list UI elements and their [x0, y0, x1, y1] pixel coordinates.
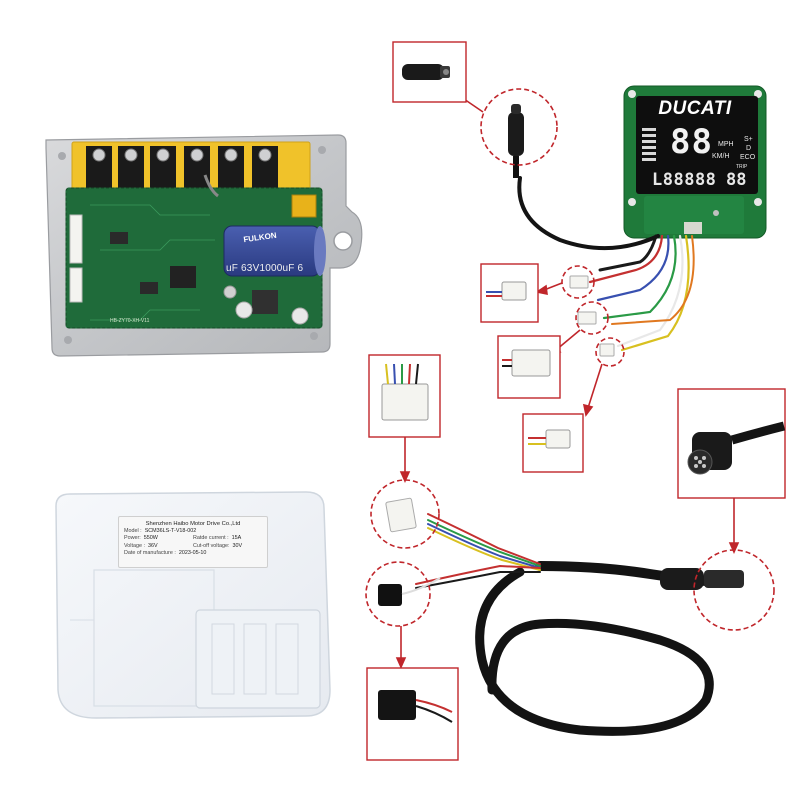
label-voltage-key: Voltage : [124, 542, 145, 549]
trip-label: TRIP [736, 164, 748, 170]
six-pin-connector [385, 497, 417, 533]
label-power-value: 550W [143, 535, 158, 542]
waterproof-connector [660, 568, 744, 590]
label-model-key: Model : [124, 528, 142, 534]
mode-s: S+ [744, 136, 753, 143]
label-company: Shenzhen Haibo Motor Drive Co.,Ltd [145, 521, 241, 527]
spec-label: Shenzhen Haibo Motor Drive Co.,Ltd Model… [118, 516, 268, 568]
mode-eco: ECO [740, 154, 756, 161]
main-cable [415, 513, 721, 736]
trip-digits: 88 [726, 170, 747, 190]
display-harness [517, 176, 695, 352]
lcd-display [623, 85, 767, 239]
controller-board [45, 134, 363, 357]
inset-boxes [366, 41, 786, 761]
label-cutoff-value: 30V [232, 542, 243, 549]
unit-mph: MPH [718, 141, 734, 148]
label-model-value: SCM36LS-T-V18-002 [144, 528, 197, 534]
label-date-value: 2023-05-10 [178, 550, 207, 557]
label-cutoff-key: Cut-off voltage: [193, 542, 230, 549]
capacitor [223, 225, 326, 277]
label-date-key: Date of manufacture : [124, 550, 176, 557]
odometer: L88888 [652, 170, 717, 190]
speed-digits: 88 [670, 122, 713, 162]
label-current-value: 15A [231, 535, 242, 542]
label-current-key: Ratde current : [193, 535, 229, 542]
display-brand: DUCATI [658, 98, 732, 119]
display-cable-connector [508, 104, 524, 178]
mode-d: D [746, 145, 752, 152]
capacitor-rating: uF 63V1000uF 6 [226, 263, 304, 274]
label-power-key: Power: [124, 535, 141, 542]
unit-kmh: KM/H [712, 153, 730, 160]
pcb-code: HB-ZY70-XH-V11 [110, 318, 150, 324]
three-pin-connector [378, 577, 441, 606]
harness-plugs [569, 275, 615, 357]
label-voltage-value: 36V [147, 542, 158, 549]
